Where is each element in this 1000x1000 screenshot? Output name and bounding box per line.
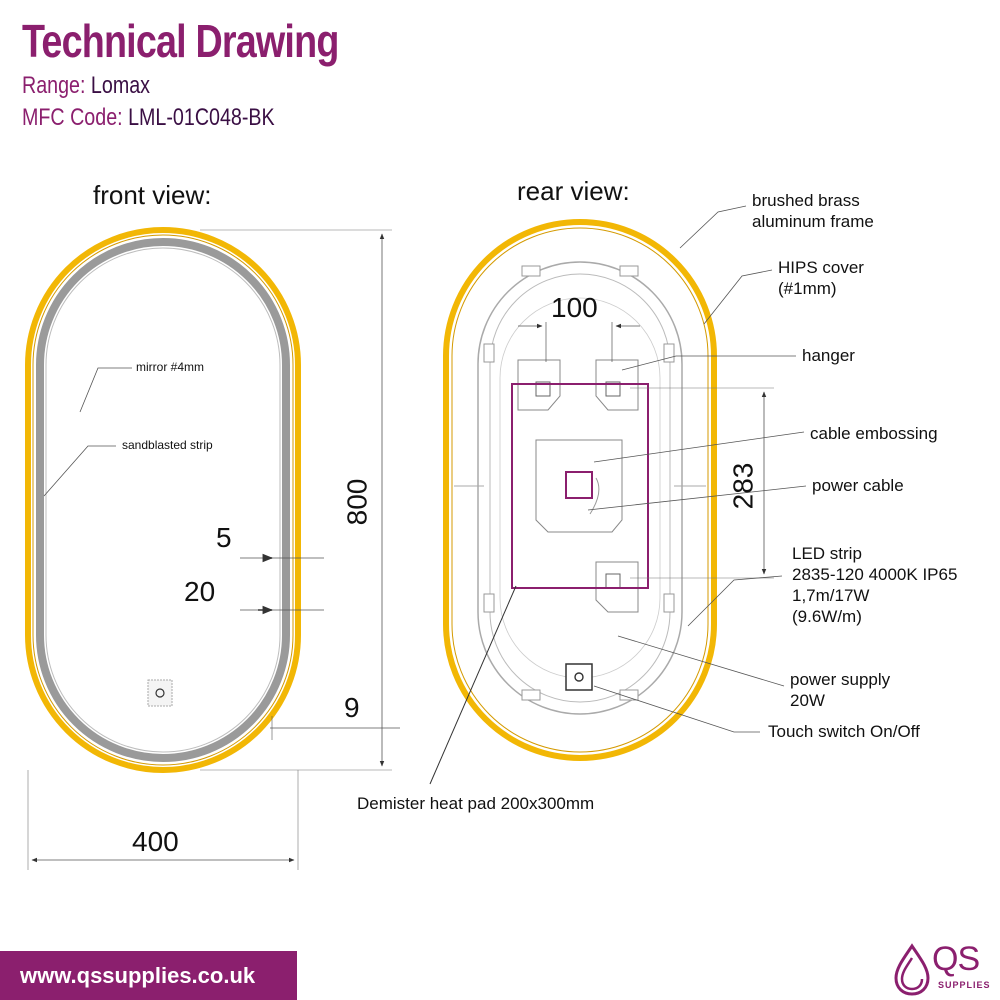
- hips-callout-line1: HIPS cover: [778, 258, 864, 277]
- dim-100-label: 100: [551, 292, 598, 323]
- code-value: LML-01C048-BK: [128, 104, 275, 131]
- power-cable-path: [589, 477, 600, 515]
- clip: [521, 689, 541, 701]
- led-callout-line2: 2835-120 4000K IP65: [792, 565, 958, 584]
- frame-callout-line2: aluminum frame: [752, 212, 874, 231]
- rear-touch-switch: [565, 663, 593, 691]
- logo-sub-text: SUPPLIES: [938, 980, 991, 990]
- logo-brand-text: QS: [932, 940, 980, 978]
- cable-embossing-callout: cable embossing: [810, 424, 938, 443]
- demister-leader: [429, 585, 517, 785]
- mirror-label: mirror #4mm: [136, 360, 204, 374]
- front-frame: [25, 227, 301, 773]
- frame-callout-line1: brushed brass: [752, 191, 860, 210]
- dim-20-label: 20: [184, 576, 216, 607]
- dim-283-label: 283: [727, 462, 759, 510]
- sandblasted-label: sandblasted strip: [122, 438, 213, 452]
- clip: [663, 593, 675, 613]
- cable-embossing-leader: [593, 431, 805, 463]
- rear-frame-inner-edge: [451, 227, 709, 753]
- psu-callout-line2: 20W: [790, 691, 825, 710]
- power-supply-callout: power supply 20W: [790, 669, 890, 711]
- footer-banner: www.qssupplies.co.uk: [0, 951, 297, 1000]
- demister-pad: [511, 383, 649, 589]
- touch-switch-leader: [593, 685, 760, 733]
- demister-callout: Demister heat pad 200x300mm: [357, 794, 595, 813]
- dim-9-label: 9: [344, 692, 360, 723]
- power-supply-leader: [617, 635, 785, 687]
- clip: [483, 593, 495, 613]
- frame-leader: [679, 205, 747, 249]
- front-sandblasted-strip: [36, 238, 290, 762]
- led-strip-callout: LED strip 2835-120 4000K IP65 1,7m/17W (…: [792, 543, 957, 627]
- rear-view-label: rear view:: [517, 176, 630, 206]
- rear-touch-icon: [574, 672, 584, 682]
- clip: [521, 265, 541, 277]
- frame-callout: brushed brass aluminum frame: [752, 190, 874, 232]
- rear-hips-cover-outer: [477, 261, 683, 715]
- droplet-icon: [894, 943, 930, 996]
- led-callout-line1: LED strip: [792, 544, 862, 563]
- front-view-label: front view:: [93, 180, 212, 210]
- clip: [619, 265, 639, 277]
- clip: [483, 343, 495, 363]
- led-callout-line4: (9.6W/m): [792, 607, 862, 626]
- clip: [619, 689, 639, 701]
- led-callout-line3: 1,7m/17W: [792, 586, 870, 605]
- cable-embossing-square: [565, 471, 593, 499]
- range-line: Range: Lomax: [22, 72, 150, 100]
- lower-bracket-slot: [605, 573, 621, 589]
- dim-5-label: 5: [216, 522, 232, 553]
- page-title: Technical Drawing: [22, 15, 339, 67]
- dim-800-label: 800: [341, 478, 373, 526]
- front-mirror-edge: [45, 247, 281, 753]
- hips-callout-line2: (#1mm): [778, 279, 837, 298]
- code-label: MFC Code:: [22, 104, 123, 131]
- dim-400-label: 400: [132, 826, 179, 857]
- rear-hips-cover-inner: [489, 273, 671, 703]
- power-cable-callout: power cable: [812, 476, 904, 495]
- power-cable-leader: [587, 485, 807, 511]
- front-mirror: [25, 227, 301, 773]
- led-strip-leader: [687, 575, 783, 627]
- hanger-right-slot: [605, 381, 621, 397]
- code-line: MFC Code: LML-01C048-BK: [22, 104, 275, 132]
- website-link[interactable]: www.qssupplies.co.uk: [20, 963, 256, 988]
- hanger-callout: hanger: [802, 346, 855, 365]
- sandblasted-leader: [43, 445, 116, 497]
- psu-callout-line1: power supply: [790, 670, 891, 689]
- hips-callout: HIPS cover (#1mm): [778, 257, 864, 299]
- power-supply-box: [535, 439, 623, 533]
- hips-leader: [703, 269, 773, 325]
- front-touch-sensor: [147, 679, 173, 707]
- range-label: Range:: [22, 72, 86, 99]
- hanger-left-slot: [535, 381, 551, 397]
- touch-switch-callout: Touch switch On/Off: [768, 722, 920, 741]
- clip: [663, 343, 675, 363]
- front-touch-icon: [155, 688, 165, 698]
- mirror-leader: [79, 367, 132, 413]
- front-frame-inner-edge: [32, 234, 294, 766]
- range-value: Lomax: [90, 72, 151, 99]
- hanger-leader: [621, 355, 796, 371]
- brand-logo: QS SUPPLIES: [890, 940, 994, 998]
